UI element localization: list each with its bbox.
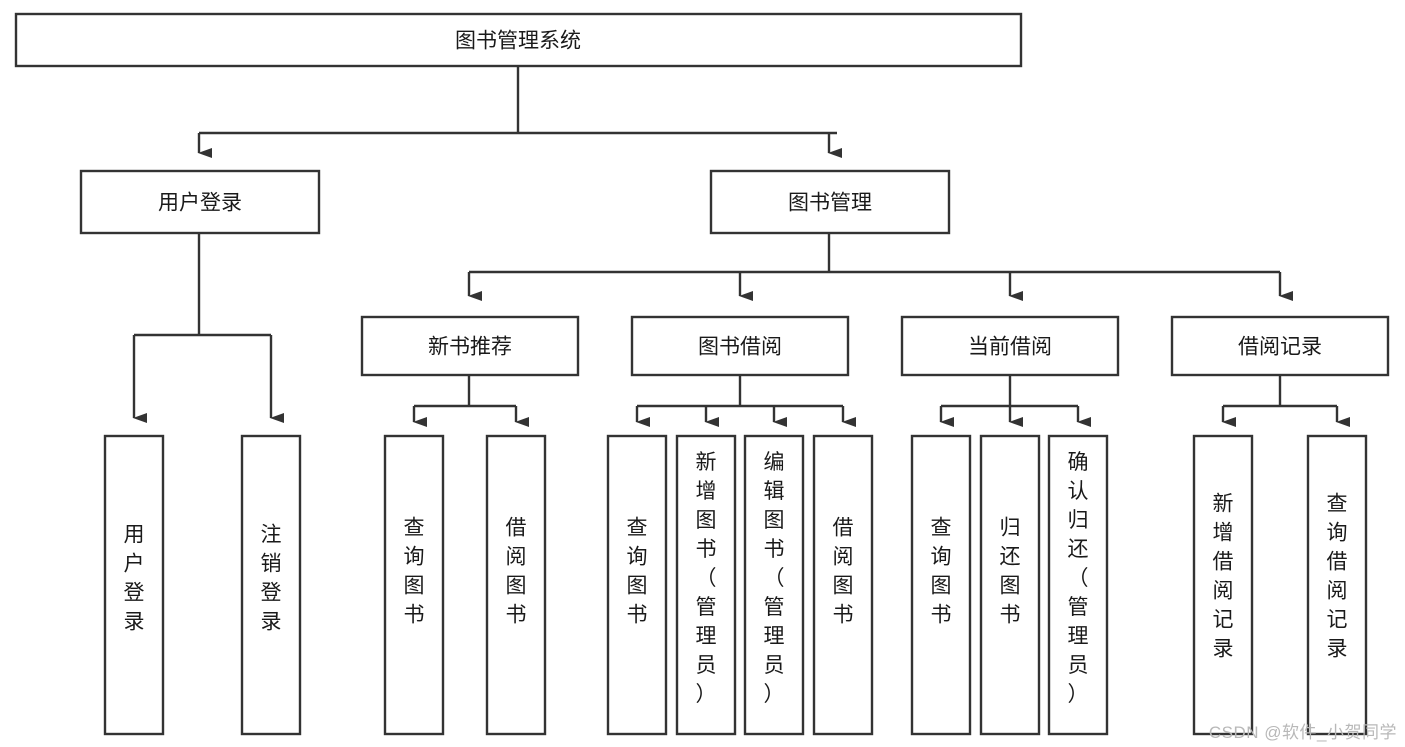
leaf-edit-book-admin[interactable]: 编辑图书（管理员） [743, 434, 805, 736]
leaf-query-book-2-box[interactable] [606, 434, 668, 736]
leaf-edit-book-admin-box[interactable] [743, 434, 805, 736]
leaf-confirm-return-admin-label: 确认归还（管理员） [1068, 451, 1089, 706]
leaf-user-login-label: 用户登录 [124, 524, 145, 634]
node-book-management-label: 图书管理 [788, 192, 872, 215]
node-root-box[interactable] [14, 12, 1023, 68]
node-new-book-recommend[interactable]: 新书推荐 [360, 315, 580, 377]
leaf-user-login-box[interactable] [103, 434, 165, 736]
leaf-query-book-1[interactable]: 查询图书 [383, 434, 445, 736]
node-user-login-box[interactable] [79, 169, 321, 235]
node-user-login-label: 用户登录 [158, 192, 242, 215]
leaf-return-book-label: 归还图书 [1000, 517, 1021, 627]
leaf-add-borrow-record-box[interactable] [1192, 434, 1254, 736]
leaf-query-borrow-record[interactable]: 查询借阅记录 [1306, 434, 1368, 736]
leaf-query-book-1-box[interactable] [383, 434, 445, 736]
node-new-book-recommend-label: 新书推荐 [428, 336, 512, 359]
node-current-borrow-box[interactable] [900, 315, 1120, 377]
leaf-add-book-admin[interactable]: 新增图书（管理员） [675, 434, 737, 736]
leaf-add-borrow-record[interactable]: 新增借阅记录 [1192, 434, 1254, 736]
node-borrow-record-label: 借阅记录 [1238, 336, 1322, 359]
leaf-add-borrow-record-label: 新增借阅记录 [1213, 493, 1234, 661]
leaf-logout-login[interactable]: 注销登录 [240, 434, 302, 736]
node-book-management[interactable]: 图书管理 [709, 169, 951, 235]
connector-layer [132, 66, 1350, 427]
leaf-confirm-return-admin[interactable]: 确认归还（管理员） [1047, 434, 1109, 736]
node-borrow-record-box[interactable] [1170, 315, 1390, 377]
leaf-query-borrow-record-box[interactable] [1306, 434, 1368, 736]
node-book-borrow-box[interactable] [630, 315, 850, 377]
node-new-book-recommend-box[interactable] [360, 315, 580, 377]
leaf-edit-book-admin-label: 编辑图书（管理员） [764, 451, 785, 706]
leaf-query-book-3[interactable]: 查询图书 [910, 434, 972, 736]
csdn-watermark: CSDN @软件_小贺同学 [1208, 723, 1397, 742]
leaf-borrow-book-1[interactable]: 借阅图书 [485, 434, 547, 736]
node-current-borrow[interactable]: 当前借阅 [900, 315, 1120, 377]
leaf-borrow-book-1-label: 借阅图书 [506, 517, 527, 627]
leaf-query-book-3-box[interactable] [910, 434, 972, 736]
leaf-return-book-box[interactable] [979, 434, 1041, 736]
leaf-user-login[interactable]: 用户登录 [103, 434, 165, 736]
node-book-borrow-label: 图书借阅 [698, 336, 782, 359]
leaf-return-book[interactable]: 归还图书 [979, 434, 1041, 736]
node-borrow-record[interactable]: 借阅记录 [1170, 315, 1390, 377]
leaf-borrow-book-1-box[interactable] [485, 434, 547, 736]
node-root-label: 图书管理系统 [455, 30, 581, 53]
leaf-query-book-2-label: 查询图书 [627, 517, 648, 627]
leaf-query-book-1-label: 查询图书 [404, 517, 425, 627]
leaf-query-borrow-record-label: 查询借阅记录 [1327, 493, 1348, 661]
leaf-query-book-2[interactable]: 查询图书 [606, 434, 668, 736]
node-root[interactable]: 图书管理系统 [14, 12, 1023, 68]
leaf-borrow-book-2[interactable]: 借阅图书 [812, 434, 874, 736]
leaf-query-book-3-label: 查询图书 [931, 517, 952, 627]
node-current-borrow-label: 当前借阅 [968, 336, 1052, 359]
leaf-borrow-book-2-box[interactable] [812, 434, 874, 736]
leaf-logout-login-box[interactable] [240, 434, 302, 736]
node-book-management-box[interactable] [709, 169, 951, 235]
leaf-confirm-return-admin-box[interactable] [1047, 434, 1109, 736]
node-user-login[interactable]: 用户登录 [79, 169, 321, 235]
leaf-add-book-admin-label: 新增图书（管理员） [696, 451, 717, 706]
node-book-borrow[interactable]: 图书借阅 [630, 315, 850, 377]
leaf-logout-login-label: 注销登录 [261, 524, 282, 634]
leaf-borrow-book-2-label: 借阅图书 [833, 517, 854, 627]
leaf-add-book-admin-box[interactable] [675, 434, 737, 736]
